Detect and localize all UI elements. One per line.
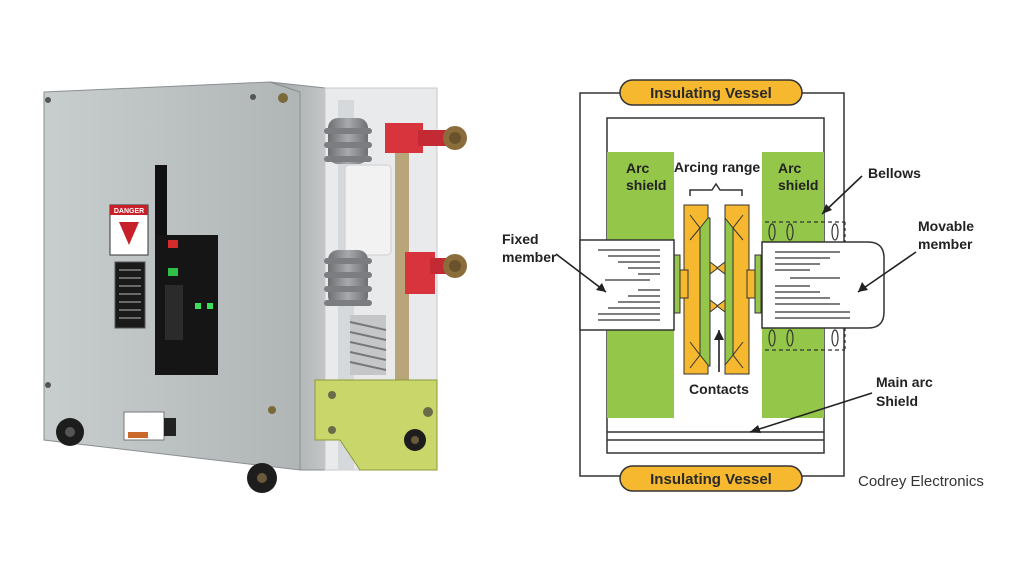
screw-icon [45,382,51,388]
lower-insulator [324,250,372,306]
insulating-vessel-bottom: Insulating Vessel [619,465,803,492]
red-indicator-light [168,240,178,248]
chevron-mark [689,341,701,369]
operating-rod [395,130,409,430]
arc-shield-left-label-2: shield [626,177,666,193]
upper-insulator [324,118,372,164]
chevron-mark [689,214,701,241]
fixed-member [579,239,675,331]
fixed-member-label-2: member [502,249,557,265]
movable-member-label-2: member [918,236,973,252]
arc-shield-right-label-1: Arc [778,160,802,176]
green-indicator-light [168,268,178,276]
fixed-member-label-1: Fixed [502,231,539,247]
wheel [56,418,84,446]
stem-right [754,254,762,314]
stem-left [673,254,681,314]
arc-shield-left-label-1: Arc [626,160,650,176]
screw-icon [328,426,336,434]
lightning-warning-icon [119,222,139,245]
vacuum-interrupter-bottle [344,164,392,256]
wheel [404,429,426,451]
contact-tip [716,261,726,275]
green-indicator-light [207,303,213,309]
vessel-bottom-label: Insulating Vessel [650,471,772,488]
vessel-top-label: Insulating Vessel [650,85,772,102]
green-indicator-light [195,303,201,309]
contact-spring [349,315,387,375]
chevron-mark [732,214,744,241]
lower-terminal [405,252,467,294]
main-arc-label-1: Main arc [876,374,933,390]
screw-icon [250,94,256,100]
bellows-label: Bellows [868,165,921,181]
leader-arrows [555,175,917,433]
screw-icon [45,97,51,103]
contact-tip [716,299,726,313]
contact-tip [709,261,719,275]
screw-icon [423,407,433,417]
danger-warning-label: DANGER [109,204,149,256]
contact-tip [709,299,719,313]
main-arc-label-2: Shield [876,393,918,409]
arc-shield-right-label-2: shield [778,177,818,193]
circuit-breaker-photo: DANGER [43,81,467,493]
screw-icon [328,391,336,399]
contacts-label: Contacts [689,381,749,397]
credit-text: Codrey Electronics [858,473,984,490]
screw-icon [278,93,288,103]
nameplate [114,261,146,329]
rating-label-stripe [128,432,148,438]
arcing-range-brace [689,182,743,196]
bellows [765,221,846,351]
mounting-bracket [314,379,438,471]
rating-label-tab [164,418,176,436]
operating-lever [165,285,183,340]
movable-member [761,241,885,329]
chevron-mark [732,341,744,369]
insulating-vessel-top: Insulating Vessel [619,79,803,106]
movable-member-label-1: Movable [918,218,974,234]
arcing-range-label: Arcing range [674,159,761,175]
cabinet-side-panel [269,81,326,471]
vacuum-interrupter-diagram: Insulating Vessel Insulating Vessel Arc … [502,79,984,492]
danger-label-text: DANGER [114,208,144,215]
screw-icon [268,406,276,414]
main-arc-shield [607,431,824,441]
wheel [247,463,277,493]
upper-terminal [385,123,467,153]
